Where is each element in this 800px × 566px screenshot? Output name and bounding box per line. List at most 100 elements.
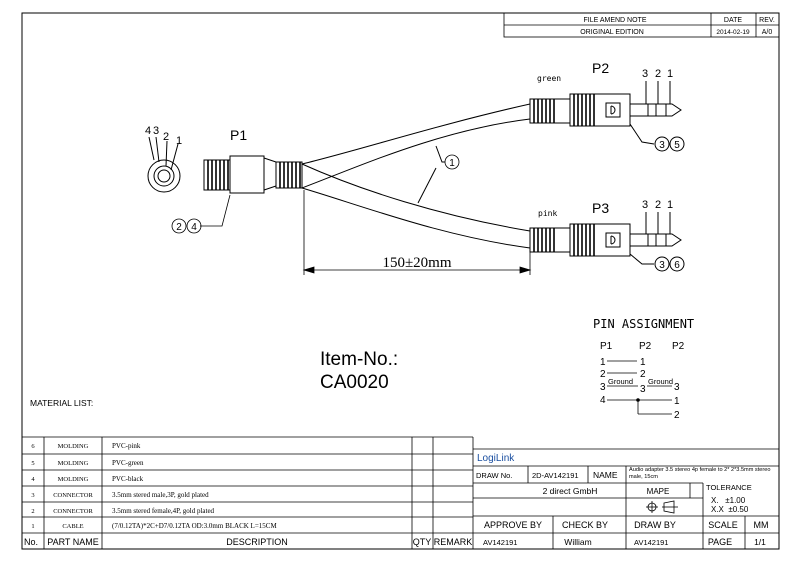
product-name: Audio adapter 3.5 stereo 4p female to 2*…	[629, 467, 771, 480]
check-by-label: CHECK BY	[562, 520, 608, 530]
p2-pin-3: 3	[642, 68, 648, 80]
pin-assignment-title: PIN ASSIGNMENT	[593, 317, 694, 331]
pin-wires	[607, 360, 672, 415]
approve-by-label: APPROVE BY	[484, 520, 542, 530]
p2-pin-2: 2	[655, 68, 661, 80]
material-row-part: CONNECTOR	[53, 508, 93, 515]
dimension-text: 150±20mm	[382, 255, 451, 271]
material-row-desc: PVC-black	[112, 475, 144, 483]
mat-header-no: No.	[24, 537, 38, 547]
revision-block	[503, 12, 780, 38]
draw-no-label: DRAW No.	[476, 471, 512, 480]
pin-r3-right: 3	[674, 382, 680, 393]
p1-pin-3: 3	[153, 125, 159, 137]
pin-ground-a: Ground	[608, 377, 633, 386]
projection-symbol-icon	[646, 500, 678, 514]
pin-r3-left: 3	[600, 382, 606, 393]
p1-pin-2: 2	[163, 131, 169, 143]
rev-header-note: FILE AMEND NOTE	[583, 17, 646, 24]
material-row-desc: 3.5mm stered male,3P, gold plated	[112, 491, 209, 499]
pin-r1-right: 1	[640, 357, 646, 368]
material-row-no: 4	[31, 476, 35, 483]
material-row-no: 3	[31, 492, 34, 499]
pin-col-p1: P1	[600, 341, 613, 352]
check-by: William	[564, 537, 591, 547]
mat-header-remark: REMARK	[434, 537, 473, 547]
p3-details	[605, 212, 685, 272]
mat-header-part: PART NAME	[47, 537, 99, 547]
brand: LogiLink	[477, 453, 515, 464]
p1-pin-4: 4	[145, 125, 151, 137]
p1-callout	[171, 194, 231, 234]
mape-label: MAPE	[647, 487, 670, 496]
scale-label: SCALE	[708, 520, 738, 530]
dimension-line	[302, 190, 532, 275]
pin-r2-left: 2	[600, 369, 606, 380]
material-row-part: MOLDING	[58, 476, 89, 483]
p1-label: P1	[230, 127, 247, 143]
p3-color: pink	[538, 209, 557, 218]
name-label: NAME	[593, 470, 618, 480]
p2-callout-a: 3	[659, 140, 665, 151]
pin-col-p2b: P2	[672, 341, 685, 352]
page-label: PAGE	[708, 537, 732, 547]
pin-r4-right2: 2	[674, 410, 680, 421]
material-row-desc: PVC-green	[112, 459, 144, 467]
pin-r2-right: 2	[640, 369, 646, 380]
material-row-part: CABLE	[62, 523, 83, 530]
p2-label: P2	[592, 60, 609, 76]
p3-callout-b: 6	[674, 260, 680, 271]
p2-details	[605, 81, 685, 152]
draw-by: AV142191	[634, 538, 668, 547]
material-row-desc: 3.5mm stered female,4P, gold plated	[112, 507, 215, 515]
material-row-no: 2	[31, 508, 34, 515]
p1-grip-ribs	[207, 160, 301, 190]
p2-color: green	[537, 74, 561, 83]
p1-callout-b: 4	[191, 222, 197, 233]
pin-junction	[636, 398, 640, 402]
item-label: Item-No.:	[320, 349, 398, 370]
p3-callout-a: 3	[659, 260, 665, 271]
tolerance-x: X. ±1.00	[711, 496, 746, 505]
rev-date: 2014-02-19	[716, 29, 750, 36]
p1-front-view	[147, 136, 181, 193]
material-list-title: MATERIAL LIST:	[30, 398, 93, 408]
pin-r1-left: 1	[600, 357, 606, 368]
cable-callout: 1	[449, 158, 455, 169]
page-value: 1/1	[754, 537, 766, 547]
material-row-part: CONNECTOR	[53, 492, 93, 499]
pin-col-p2a: P2	[639, 341, 652, 352]
material-row-no: 6	[31, 443, 35, 450]
material-table-grid	[22, 436, 779, 549]
p3-pin-3: 3	[642, 199, 648, 211]
p3-pin-2: 2	[655, 199, 661, 211]
material-row-no: 1	[31, 523, 34, 530]
title-block-grid	[473, 448, 779, 549]
pin-r3-mid: 3	[640, 384, 646, 395]
p2-grip-ribs	[533, 94, 595, 126]
item-number: CA0020	[320, 372, 389, 393]
material-row-no: 5	[31, 460, 34, 467]
tolerance-xx: X.X ±0.50	[711, 505, 749, 514]
approve-by: AV142191	[483, 538, 517, 547]
pin-r4-left: 4	[600, 395, 606, 406]
cable-callout-circle	[444, 154, 460, 170]
material-row-desc: (7/0.12TA)*2C+D7/0.12TA OD:3.0mm BLACK L…	[112, 522, 277, 530]
pin-ground-b: Ground	[648, 377, 673, 386]
material-row-desc: PVC-pink	[112, 442, 141, 450]
rev-note: ORIGINAL EDITION	[580, 29, 644, 36]
p3-label: P3	[592, 200, 609, 216]
mat-header-desc: DESCRIPTION	[226, 537, 288, 547]
tolerance-label: TOLERANCE	[706, 483, 752, 492]
mat-header-qty: QTY	[413, 537, 432, 547]
p3-pin-1: 1	[667, 199, 673, 211]
material-row-part: MOLDING	[58, 460, 89, 467]
pin-r4-right1: 1	[674, 396, 680, 407]
p2-callout-b: 5	[674, 140, 680, 151]
rev-value: A/0	[762, 29, 773, 36]
draw-by-label: DRAW BY	[634, 520, 676, 530]
cable	[301, 103, 531, 249]
p3-grip-ribs	[533, 224, 595, 256]
material-row-part: MOLDING	[58, 443, 89, 450]
